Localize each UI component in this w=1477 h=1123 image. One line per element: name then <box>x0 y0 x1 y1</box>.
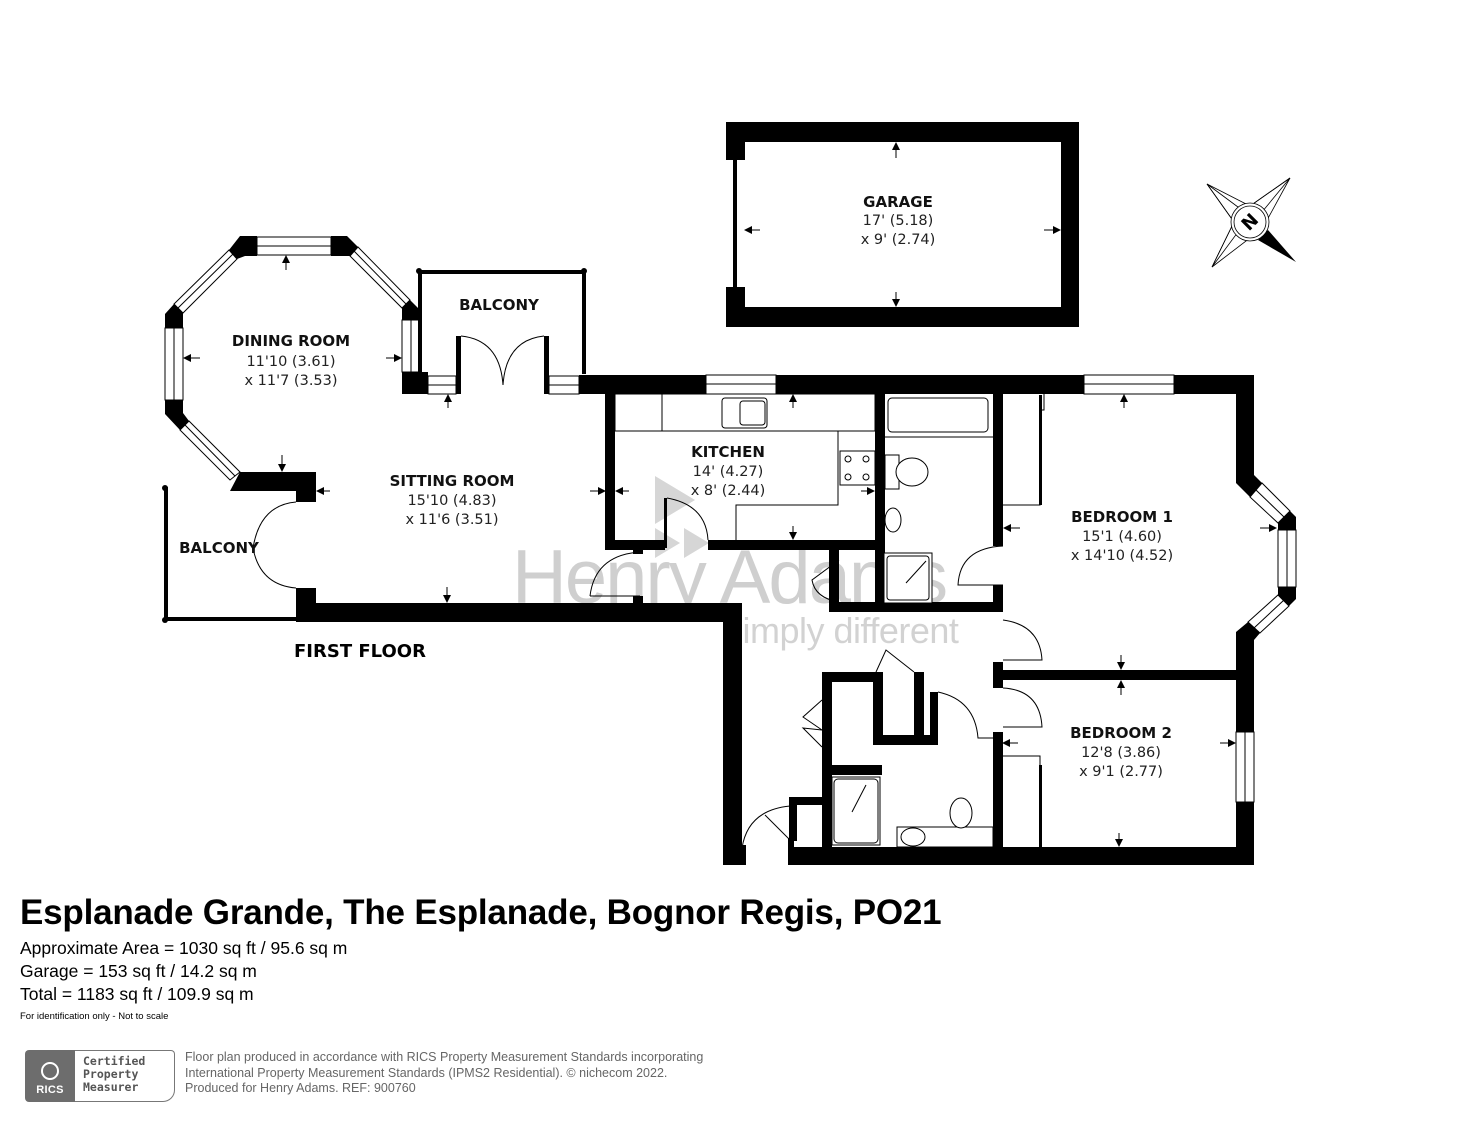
garage-area: Garage = 153 sq ft / 14.2 sq m <box>20 961 257 981</box>
bedroom-2-name: BEDROOM 2 <box>1070 724 1172 742</box>
bedroom-1-dim2: x 14'10 (4.52) <box>1071 548 1173 564</box>
bedroom-1-name: BEDROOM 1 <box>1071 508 1173 526</box>
rics-line-2: Property <box>83 1067 139 1081</box>
balcony-left-name: BALCONY <box>179 539 260 557</box>
north-compass-icon: N <box>1206 177 1296 268</box>
total-area: Total = 1183 sq ft / 109.9 sq m <box>20 984 254 1004</box>
rics-lion-icon <box>41 1062 59 1080</box>
rics-certified-badge: RICS Certified Property Measurer <box>25 1050 175 1102</box>
dining-room-dim2: x 11'7 (3.53) <box>244 373 337 389</box>
sitting-room-name: SITTING ROOM <box>390 472 515 490</box>
approximate-area: Approximate Area = 1030 sq ft / 95.6 sq … <box>20 938 348 958</box>
dining-room-dim1: 11'10 (3.61) <box>246 354 335 370</box>
garage-dim1: 17' (5.18) <box>863 213 934 229</box>
room-labels: DINING ROOM 11'10 (3.61) x 11'7 (3.53) B… <box>179 193 1173 780</box>
rics-line-3: Measurer <box>83 1080 139 1094</box>
sitting-room-dim2: x 11'6 (3.51) <box>405 512 498 528</box>
rics-logo: RICS <box>25 1050 75 1102</box>
floor-label: FIRST FLOOR <box>294 641 426 662</box>
balcony-top <box>416 268 587 408</box>
bedroom-1-dim1: 15'1 (4.60) <box>1082 529 1162 545</box>
footer-line-1: Floor plan produced in accordance with R… <box>185 1050 704 1064</box>
rics-logo-text: RICS <box>36 1084 64 1096</box>
kitchen-name: KITCHEN <box>691 443 765 461</box>
dining-room <box>164 236 428 481</box>
property-title: Esplanade Grande, The Esplanade, Bognor … <box>20 893 942 932</box>
footer-note: Floor plan produced in accordance with R… <box>185 1050 703 1097</box>
footer-line-3: Produced for Henry Adams. REF: 900760 <box>185 1081 416 1095</box>
garage <box>726 122 1079 327</box>
disclaimer: For identification only - Not to scale <box>20 1011 169 1022</box>
floor-plan: Henry Adams simply different N <box>162 122 1297 865</box>
dining-room-name: DINING ROOM <box>232 332 350 350</box>
bedroom-2-dim2: x 9'1 (2.77) <box>1079 764 1163 780</box>
garage-name: GARAGE <box>863 193 933 211</box>
kitchen-dim1: 14' (4.27) <box>693 464 764 480</box>
kitchen-dim2: x 8' (2.44) <box>691 483 766 499</box>
rics-certified-text: Certified Property Measurer <box>75 1050 175 1102</box>
garage-dim2: x 9' (2.74) <box>861 232 936 248</box>
rics-line-1: Certified <box>83 1054 146 1068</box>
bedroom-2-dim1: 12'8 (3.86) <box>1081 745 1161 761</box>
sitting-room-dim1: 15'10 (4.83) <box>407 493 496 509</box>
watermark-tagline: simply different <box>725 610 959 651</box>
footer-line-2: International Property Measurement Stand… <box>185 1065 668 1080</box>
balcony-top-name: BALCONY <box>459 296 540 314</box>
main-walls <box>162 374 1297 865</box>
